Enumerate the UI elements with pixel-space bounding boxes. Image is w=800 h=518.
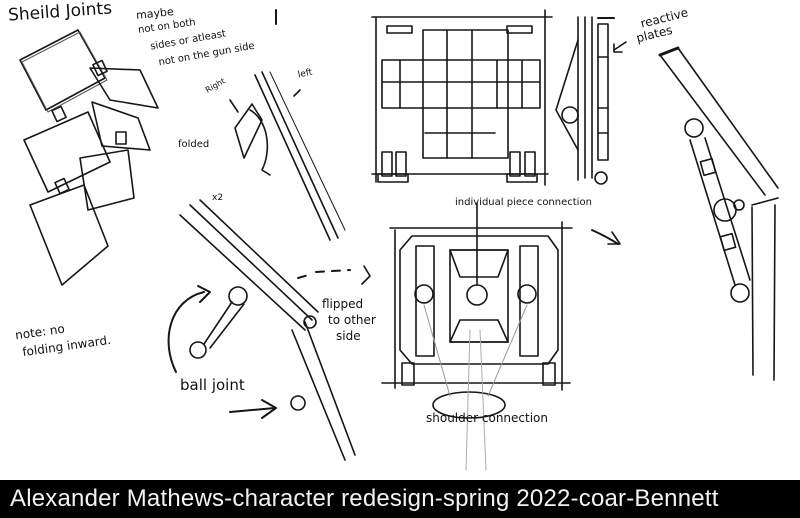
individual-piece-connection-label: individual piece connection [455, 197, 592, 208]
image-caption-bar: Alexander Mathews-character redesign-spr… [0, 480, 800, 518]
annotation-arrows [275, 9, 627, 53]
side-panel-sketch [555, 16, 615, 185]
ball-joint-arm-sketch [167, 199, 371, 461]
front-panel-sketch [371, 9, 553, 186]
ball-joint-label: ball joint [180, 376, 245, 394]
extended-arm-sketch [658, 46, 779, 381]
shoulder-connection-label: shoulder connection [426, 411, 549, 425]
flipped-label-2: to other [328, 313, 376, 327]
folded-shield-sketch [229, 71, 346, 241]
sketch-canvas: Sheild Joints maybe not on both sides or… [7, 0, 779, 471]
flipped-label-1: flipped [322, 297, 364, 311]
shield-plates-sketch [19, 29, 159, 286]
sketch-drawings [19, 9, 779, 471]
flipped-label-3: side [336, 329, 361, 343]
back-panel-sketch [381, 202, 621, 471]
folded-label: folded [178, 139, 210, 150]
x2-label: x2 [212, 193, 224, 203]
caption-text: Alexander Mathews-character redesign-spr… [10, 485, 719, 512]
